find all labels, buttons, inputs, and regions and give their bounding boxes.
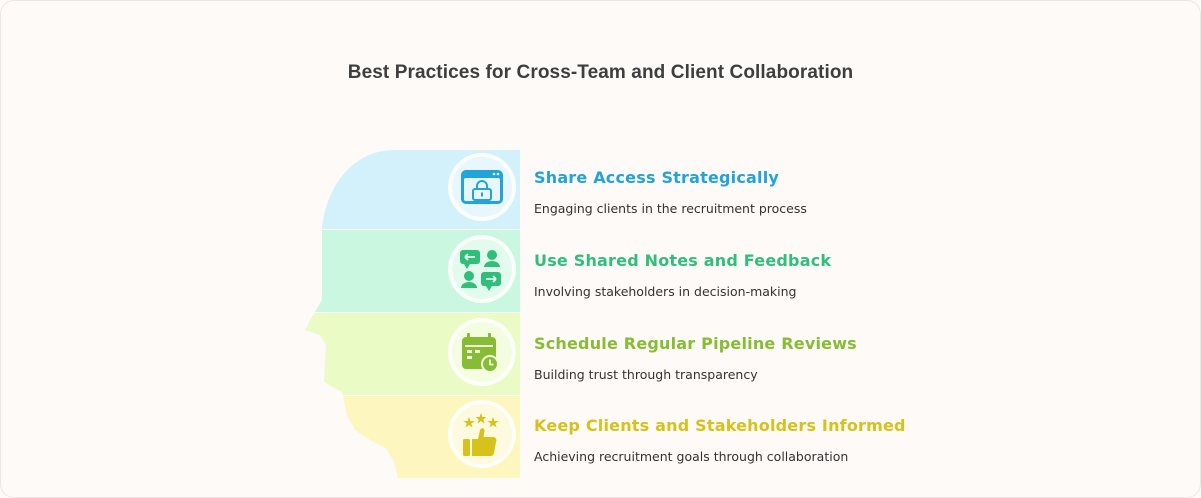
icon-circle-1 [448, 153, 516, 221]
item-title-2: Use Shared Notes and Feedback [534, 251, 832, 270]
item-description-3: Building trust through transparency [534, 367, 758, 382]
thumbs-up-stars-icon [463, 413, 499, 456]
diagram-title: Best Practices for Cross-Team and Client… [347, 62, 854, 83]
calendar-clock-icon [462, 333, 499, 373]
item-title-3: Schedule Regular Pipeline Reviews [534, 334, 857, 353]
icon-circle-3 [448, 318, 516, 386]
icon-circle-4 [448, 400, 516, 468]
browser-lock-icon [461, 170, 503, 204]
item-description-1: Engaging clients in the recruitment proc… [534, 201, 807, 216]
item-description-4: Achieving recruitment goals through coll… [534, 449, 849, 464]
item-title-1: Share Access Strategically [534, 168, 780, 187]
item-description-2: Involving stakeholders in decision-makin… [534, 284, 797, 299]
people-chat-icon [460, 250, 501, 291]
item-title-4: Keep Clients and Stakeholders Informed [534, 416, 906, 435]
icon-circle-2 [448, 235, 516, 303]
